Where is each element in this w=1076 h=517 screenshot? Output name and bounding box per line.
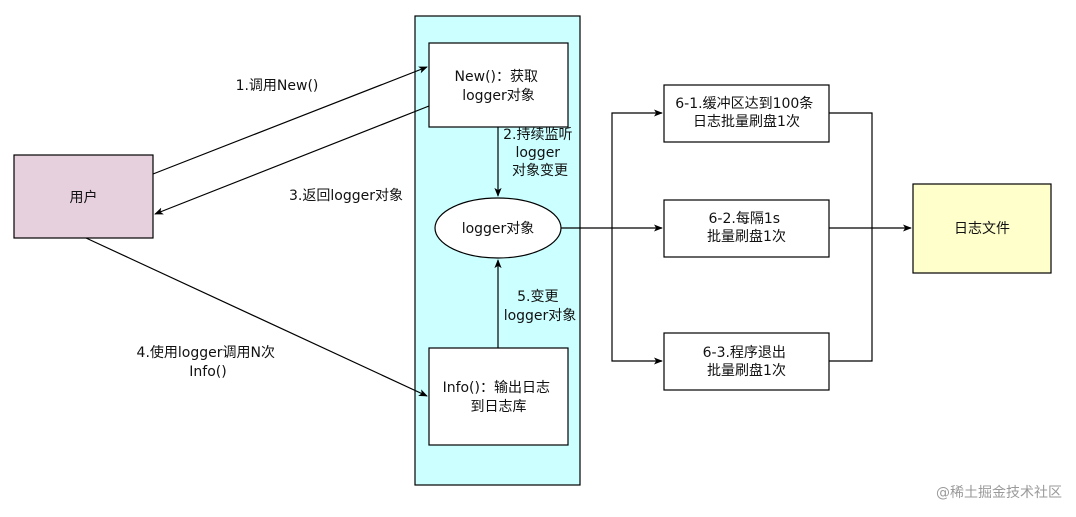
logger-object-label: logger对象 [462, 221, 535, 237]
new-function-label: New()：获取 logger对象 [455, 69, 543, 104]
edge-logger-to-exit [611, 228, 663, 365]
edge-label-call-new: 1.调用New() [236, 78, 319, 94]
edge-label-call-info-line-2: Info() [189, 364, 226, 380]
edge-label-change-logger-line-1: 5.变更 [517, 289, 558, 305]
info-function-label-line-2: 到日志库 [471, 399, 527, 415]
edge-label-watch: 2.持续监听 logger 对象变更 [503, 126, 577, 179]
edge-logger-to-buffer [611, 109, 663, 228]
edge-label-watch-line-3: 对象变更 [512, 163, 568, 179]
info-function-node [428, 347, 569, 446]
edge-label-change-logger: 5.变更 logger对象 [504, 289, 577, 324]
edge-label-call-info-line-1: 4.使用logger调用N次 [137, 344, 275, 361]
flush-exit-label: 6-3.程序退出 批量刷盘1次 [703, 345, 791, 379]
edge-label-watch-line-1: 2.持续监听 [503, 126, 572, 143]
new-function-label-line-1: New()：获取 [455, 69, 538, 85]
new-function-node [428, 42, 569, 128]
edge-label-change-logger-line-2: logger对象 [504, 308, 577, 324]
log-file-label: 日志文件 [954, 221, 1010, 237]
new-function-label-line-2: logger对象 [462, 88, 535, 104]
flush-buffer-label: 6-1.缓冲区达到100条 日志批量刷盘1次 [675, 95, 818, 130]
user-node-label: 用户 [70, 189, 98, 206]
flush-interval-label-line-2: 批量刷盘1次 [707, 228, 786, 245]
edge-call-info [85, 237, 428, 397]
flush-interval-label-line-1: 6-2.每隔1s [709, 211, 781, 227]
info-function-label: Info()：输出日志 到日志库 [443, 380, 555, 415]
flush-exit-label-line-2: 批量刷盘1次 [707, 362, 786, 379]
flush-exit-node [663, 332, 830, 391]
flush-interval-node [663, 199, 830, 258]
flush-buffer-label-line-2: 日志批量刷盘1次 [693, 113, 800, 130]
log-file-node [912, 183, 1052, 274]
flush-interval-label: 6-2.每隔1s 批量刷盘1次 [707, 211, 786, 245]
edge-call-new [152, 66, 428, 175]
flush-exit-label-line-1: 6-3.程序退出 [703, 345, 786, 361]
flush-buffer-label-line-1: 6-1.缓冲区达到100条 [675, 95, 813, 112]
watermark-text: @稀土掘金技术社区 [936, 485, 1062, 501]
edge-buffer-to-file [829, 112, 873, 228]
user-node [13, 154, 154, 239]
edge-label-call-info: 4.使用logger调用N次 Info() [137, 344, 280, 380]
edge-label-watch-line-2: logger [515, 145, 560, 161]
edge-label-return-logger: 3.返回logger对象 [289, 188, 403, 204]
info-function-label-line-1: Info()：输出日志 [443, 380, 550, 396]
edge-return-logger [154, 105, 430, 215]
edge-exit-to-file [829, 228, 873, 362]
